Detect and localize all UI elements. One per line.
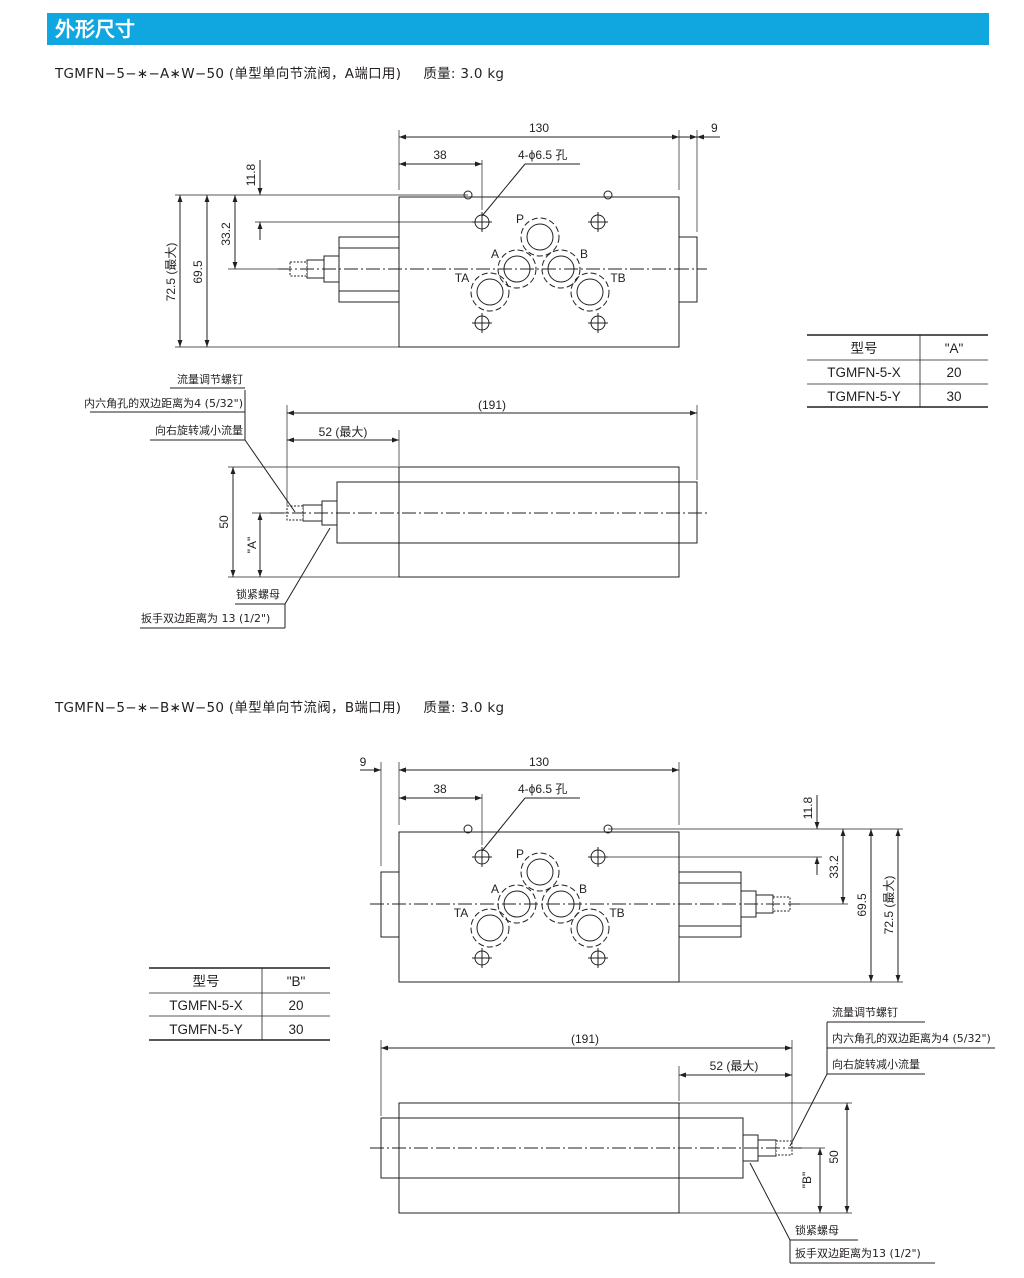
dim-a-69-5: 69.5 (191, 260, 205, 284)
note-a-adjust-screw: 流量调节螺钉 (177, 372, 243, 386)
model-line-b: TGMFN−5−∗−B∗W−50 (单型单向节流阀，B端口用) 质量: 3.0 k… (55, 696, 504, 716)
drawing-a-top-view (175, 130, 720, 348)
dim-b-52: 52 (最大) (710, 1059, 759, 1073)
valve-body-b (398, 831, 680, 983)
dim-a-72-5: 72.5 (最大) (164, 243, 178, 302)
dim-b-quote-b: "B" (800, 1172, 814, 1189)
port-a-p: P (516, 212, 524, 226)
port-b-b: B (579, 882, 587, 896)
port-a-a: A (491, 247, 499, 261)
model-name-b: TGMFN−5−∗−B∗W−50 (单型单向节流阀，B端口用) (55, 700, 402, 716)
dim-a-holes: 4-ϕ6.5 孔 (518, 148, 567, 162)
dim-a-130: 130 (529, 121, 549, 135)
table-a-row1-model: TGMFN-5-X (827, 365, 901, 380)
mass-b: 质量: 3.0 kg (423, 700, 505, 716)
port-b-a: A (491, 882, 499, 896)
table-b-header-model: 型号 (193, 974, 220, 989)
table-b-row1-value: 20 (288, 998, 303, 1013)
dim-b-50: 50 (827, 1150, 841, 1164)
table-a-header-model: 型号 (851, 341, 878, 356)
drawing-a-top-labels: 130 9 38 4-ϕ6.5 孔 11.8 33.2 69.5 72.5 (最… (164, 121, 718, 301)
dim-b-11-8: 11.8 (801, 796, 815, 819)
table-a-row1-value: 20 (946, 365, 961, 380)
mounting-holes-a (472, 212, 608, 333)
note-b-lock-nut: 锁紧螺母 (795, 1223, 839, 1237)
section-header: 外形尺寸 (47, 13, 989, 45)
dim-a-9: 9 (711, 121, 718, 135)
dim-a-33-2: 33.2 (219, 222, 233, 246)
drawing-b-side-view (370, 1021, 995, 1264)
port-a-b: B (580, 247, 588, 261)
dim-a-52: 52 (最大) (319, 425, 368, 439)
drawing-a-side-labels: (191) 52 (最大) 50 "A" 流量调节螺钉 内六角孔的双边距离为4 … (84, 372, 506, 625)
drawing-b-top-labels: 130 9 38 4-ϕ6.5 孔 11.8 33.2 69.5 72.5 (最… (360, 755, 896, 934)
note-b-wrench: 扳手双边距离为13 (1/2") (795, 1246, 921, 1260)
dim-b-130: 130 (529, 755, 549, 769)
port-a-tb: TB (610, 271, 625, 285)
table-a: 型号 "A" TGMFN-5-X 20 TGMFN-5-Y 30 (807, 334, 988, 408)
dim-a-50: 50 (217, 515, 231, 529)
ports-a (470, 217, 610, 312)
note-a-lock-nut: 锁紧螺母 (236, 587, 280, 601)
note-b-adjust-screw: 流量调节螺钉 (832, 1005, 898, 1019)
note-a-direction: 向右旋转减小流量 (155, 423, 243, 437)
dim-b-72-5: 72.5 (最大) (882, 876, 896, 935)
dim-b-191: (191) (571, 1032, 599, 1046)
mounting-holes-b (472, 847, 608, 968)
note-a-wrench: 扳手双边距离为 13 (1/2") (141, 611, 270, 625)
table-b-row2-value: 30 (288, 1022, 303, 1037)
dim-b-38: 38 (433, 782, 447, 796)
table-b-header-b: "B" (287, 974, 306, 989)
note-b-direction: 向右旋转减小流量 (832, 1057, 920, 1071)
dim-b-holes: 4-ϕ6.5 孔 (518, 782, 567, 796)
port-b-tb: TB (609, 906, 624, 920)
dim-a-38: 38 (433, 148, 447, 162)
ports-b (470, 852, 610, 948)
dim-b-69-5: 69.5 (855, 893, 869, 917)
drawing-a-side-view (90, 387, 710, 629)
port-a-ta: TA (455, 271, 469, 285)
table-b-row1-model: TGMFN-5-X (169, 998, 243, 1013)
table-a-header-a: "A" (945, 341, 964, 356)
port-b-ta: TA (454, 906, 468, 920)
note-b-hex: 内六角孔的双边距离为4 (5/32") (832, 1031, 991, 1045)
table-b: 型号 "B" TGMFN-5-X 20 TGMFN-5-Y 30 (149, 967, 330, 1041)
table-a-row2-value: 30 (946, 389, 961, 404)
model-line-a: TGMFN−5−∗−A∗W−50 (单型单向节流阀，A端口用) 质量: 3.0 k… (55, 62, 504, 82)
dim-b-33-2: 33.2 (827, 855, 841, 879)
drawing-b-top-view (360, 762, 903, 983)
port-b-p: P (516, 847, 524, 861)
valve-body-a (398, 196, 680, 348)
dim-a-191: (191) (478, 398, 506, 412)
dim-a-11-8: 11.8 (244, 163, 258, 186)
dim-a-quote-a: "A" (245, 537, 259, 554)
drawing-b-side-labels: (191) 52 (最大) 50 "B" 流量调节螺钉 内六角孔的双边距离为4 … (571, 1005, 991, 1260)
note-a-hex: 内六角孔的双边距离为4 (5/32") (84, 396, 243, 410)
mass-a: 质量: 3.0 kg (423, 66, 505, 82)
table-b-row2-model: TGMFN-5-Y (169, 1022, 243, 1037)
dim-b-9: 9 (360, 755, 367, 769)
table-a-row2-model: TGMFN-5-Y (827, 389, 901, 404)
model-name-a: TGMFN−5−∗−A∗W−50 (单型单向节流阀，A端口用) (55, 66, 402, 82)
